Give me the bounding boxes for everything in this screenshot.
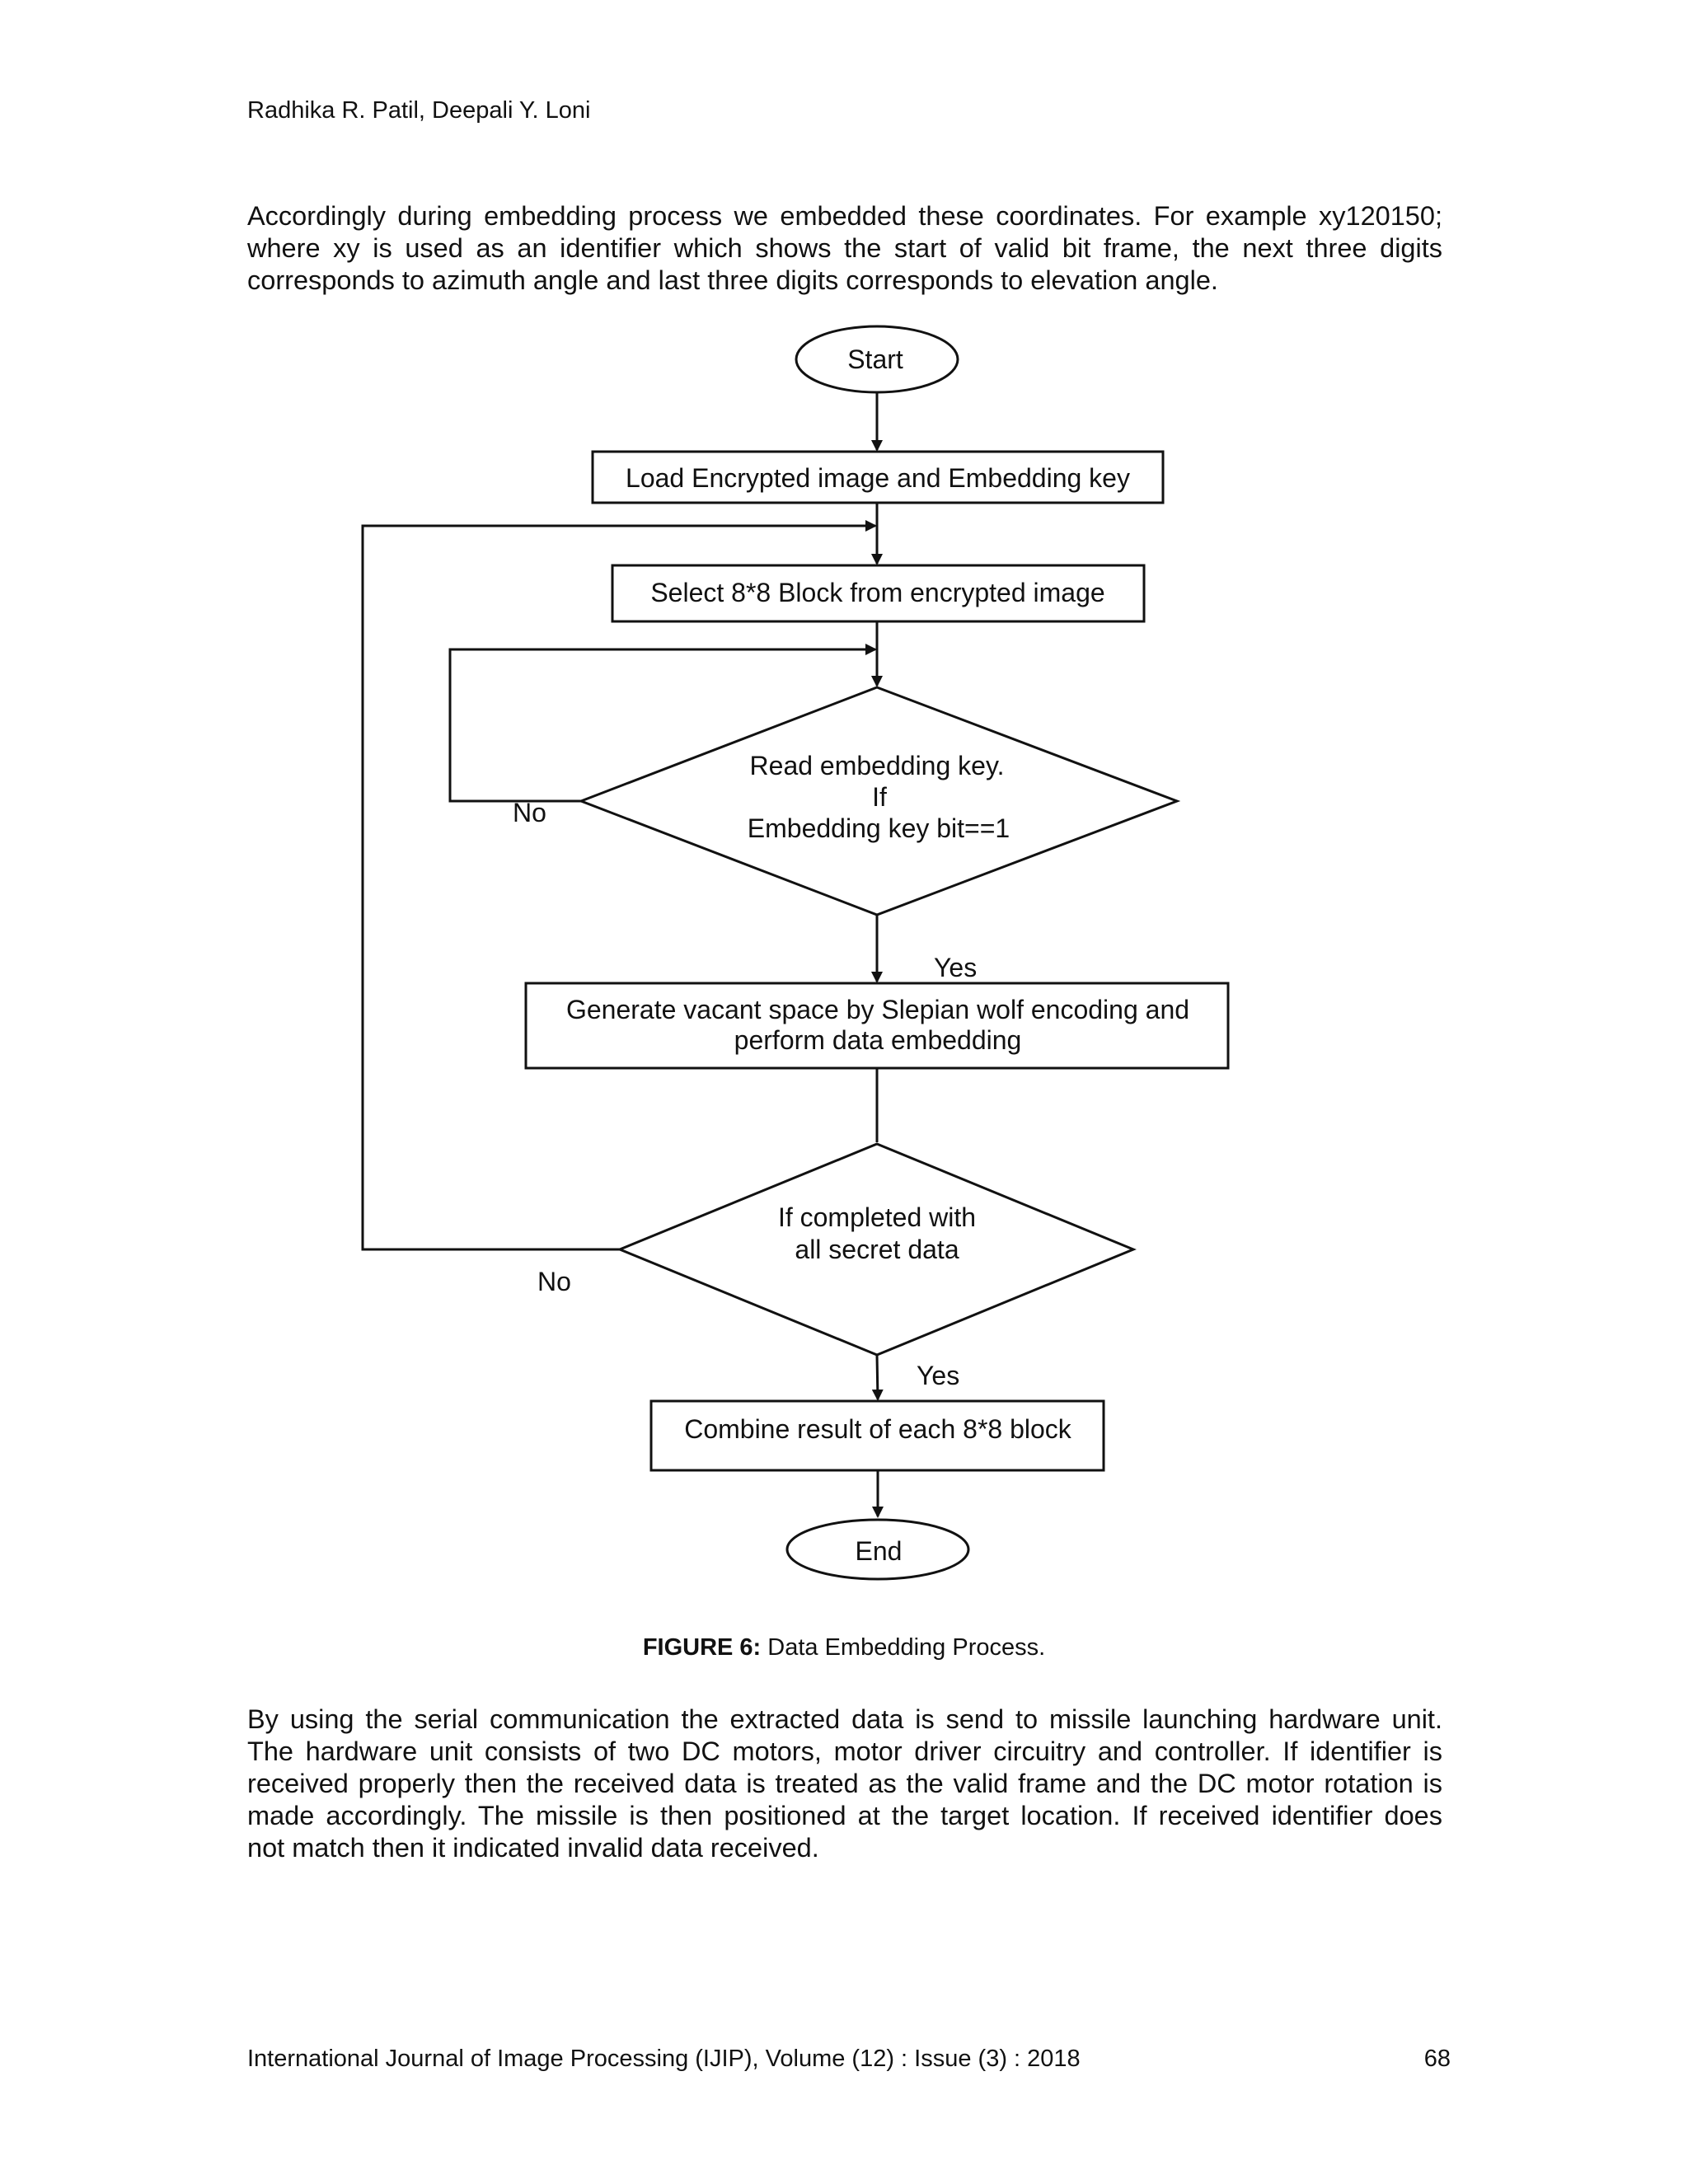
loop-back-arrow-no-1: [448, 644, 877, 803]
combine-label: Combine result of each 8*8 block: [684, 1414, 1072, 1444]
paragraph-intro: Accordingly during embedding process we …: [247, 200, 1442, 297]
paragraph-line: made accordingly. The missile is then po…: [247, 1801, 1442, 1830]
decision1-line: Embedding key bit==1: [748, 813, 1010, 843]
paragraph-line: not match then it indicated invalid data…: [247, 1833, 819, 1863]
select-process-box: [611, 564, 1146, 623]
paragraph-line: The hardware unit consists of two DC mot…: [247, 1736, 1442, 1766]
paragraph-line: where xy is used as an identifier which …: [247, 233, 1442, 263]
figure-caption-text: Data Embedding Process.: [761, 1634, 1046, 1661]
load-label: Load Encrypted image and Embedding key: [626, 463, 1130, 493]
page-number: 68: [1423, 2046, 1451, 2072]
footer-journal: International Journal of Image Processin…: [247, 2046, 1081, 2072]
flow-arrow: [871, 1354, 884, 1401]
end-label: End: [856, 1536, 903, 1566]
decision1-line: If: [872, 782, 887, 812]
select-label: Select 8*8 Block from encrypted image: [650, 578, 1104, 607]
paragraph-line: received properly then the received data…: [247, 1769, 1442, 1798]
paragraph-line: By using the serial communication the ex…: [247, 1704, 1442, 1734]
generate-process-box: [524, 982, 1230, 1070]
end-terminator: [785, 1518, 970, 1581]
decision1-yes-label: Yes: [934, 953, 977, 982]
start-label: Start: [847, 344, 903, 374]
decision2-yes-label: Yes: [917, 1361, 959, 1390]
decision1-no-label: No: [513, 798, 546, 827]
decision1-line: Read embedding key.: [750, 751, 1005, 780]
generate-line: perform data embedding: [734, 1025, 1022, 1055]
decision2-line: all secret data: [795, 1235, 959, 1264]
decision2-no-label: No: [537, 1267, 571, 1296]
running-header-authors: Radhika R. Patil, Deepali Y. Loni: [247, 97, 591, 124]
loop-back-arrow-no-2: [361, 520, 877, 1251]
paragraph-line: Accordingly during embedding process we …: [247, 201, 1442, 231]
combine-process-box: [649, 1399, 1105, 1472]
figure-label: FIGURE 6:: [642, 1634, 762, 1661]
generate-line: Generate vacant space by Slepian wolf en…: [566, 995, 1189, 1024]
figure-caption: FIGURE 6: Data Embedding Process.: [0, 1634, 1688, 1661]
paragraph-hardware: By using the serial communication the ex…: [247, 1704, 1442, 1864]
decision2-line: If completed with: [778, 1202, 976, 1232]
paragraph-line: corresponds to azimuth angle and last th…: [247, 265, 1218, 295]
